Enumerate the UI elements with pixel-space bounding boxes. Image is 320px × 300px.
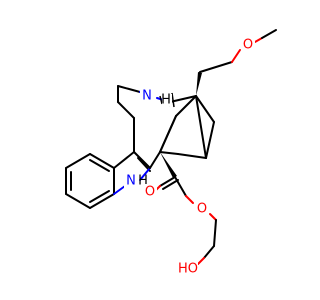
carbonyl-oxygen-label: O: [145, 185, 155, 200]
methoxy-oxygen-label: O: [243, 38, 253, 53]
methoxyethyl-chain: [196, 29, 277, 96]
chemical-structure-diagram: N H N H O O O HO: [65, 29, 277, 277]
benzene-ring: [65, 153, 115, 209]
pyrrole-ring: [113, 151, 151, 195]
hydroxyl-label: HO: [178, 262, 198, 277]
indole-nitrogen-label: N: [126, 174, 136, 189]
amine-hydrogen-label: H: [161, 93, 171, 108]
amine-nitrogen-label: N: [142, 89, 152, 104]
atom-labels: N H N H O O O HO: [124, 38, 255, 277]
ester-group: [155, 152, 194, 204]
ester-oxygen-label: O: [197, 202, 207, 217]
hydroxyethyl-chain: [197, 213, 217, 265]
indole-hydrogen-label: H: [138, 174, 148, 189]
